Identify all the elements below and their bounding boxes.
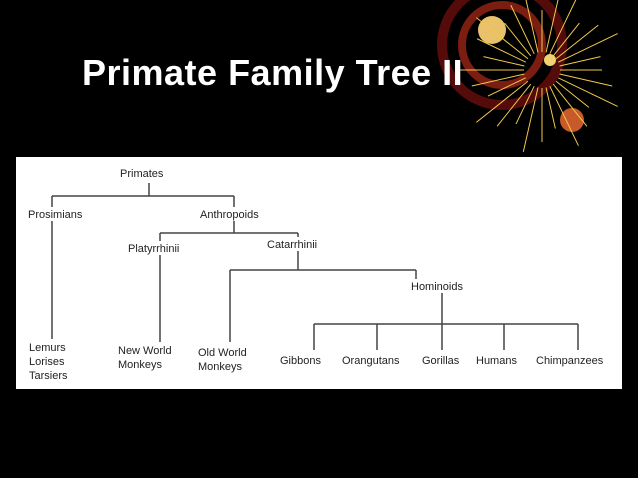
- fireworks-burst-icon: [437, 0, 618, 153]
- leaf-orangutans: Orangutans: [342, 355, 400, 367]
- node-anthropoids: Anthropoids: [200, 209, 259, 221]
- slide-title: Primate Family Tree II: [82, 52, 464, 93]
- node-catarrhinii: Catarrhinii: [267, 239, 318, 251]
- leaf-new-world-monkeys: New World Monkeys: [118, 345, 172, 371]
- node-platyrrhinii: Platyrrhinii: [128, 243, 180, 255]
- tree-connectors: [51, 183, 579, 350]
- node-primates: Primates: [120, 168, 164, 180]
- family-tree-diagram: Primates Prosimians Anthropoids Platyrrh…: [16, 157, 622, 389]
- leaf-gorillas: Gorillas: [422, 355, 460, 367]
- leaf-old-world-monkeys: Old World Monkeys: [198, 347, 247, 373]
- leaf-chimpanzees: Chimpanzees: [536, 355, 604, 367]
- leaf-humans: Humans: [476, 355, 517, 367]
- node-hominoids: Hominoids: [411, 281, 463, 293]
- node-prosimians: Prosimians: [28, 209, 83, 221]
- leaf-gibbons: Gibbons: [280, 355, 321, 367]
- leaf-prosimian-examples: Lemurs Lorises Tarsiers: [29, 342, 68, 382]
